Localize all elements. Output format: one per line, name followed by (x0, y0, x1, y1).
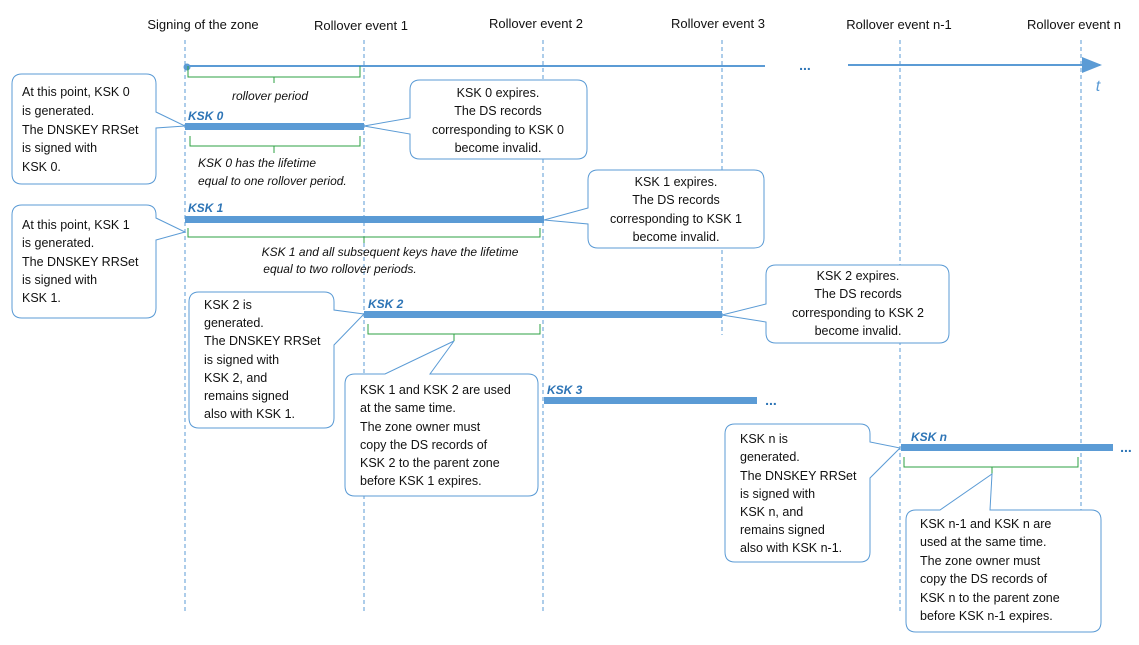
callout-ksk0-generated (11, 73, 187, 185)
callout-kskn-generated-line-4: is signed with (740, 487, 815, 501)
callout-ksk2-generated-line-3: The DNSKEY RRSet (204, 334, 321, 348)
ksk1-lifetime-note-2: equal to two rollover periods. (263, 262, 416, 276)
kskn-label: KSK n (911, 430, 947, 444)
ksk3-ellipsis: ... (765, 392, 777, 408)
callout-ksk2-expires-line-3: corresponding to KSK 2 (792, 306, 924, 320)
callout-kskn-generated-line-5: KSK n, and (740, 505, 803, 519)
ksk0-label: KSK 0 (188, 109, 224, 123)
callout-ksk1-generated-line-2: is generated. (22, 236, 94, 250)
ksk1-bar (185, 216, 544, 223)
callout-ksk1-generated-line-1: At this point, KSK 1 (22, 218, 130, 232)
callout-ksk1-generated (11, 204, 187, 319)
ksk0-lifetime-brace (189, 136, 361, 153)
callout-kskn-overlap-line-2: used at the same time. (920, 535, 1046, 549)
callout-ksk2-generated-line-6: remains signed (204, 389, 289, 403)
callout-ksk12-overlap-line-5: KSK 2 to the parent zone (360, 456, 500, 470)
ksk12-overlap-brace (367, 324, 541, 341)
callout-ksk2-expires (721, 264, 950, 344)
event-label-rollover-n-1: Rollover event n-1 (846, 17, 952, 32)
callout-ksk0-generated-line-1: At this point, KSK 0 (22, 85, 130, 99)
callout-ksk1-generated-line-5: KSK 1. (22, 291, 61, 305)
callout-ksk1-expires-line-4: become invalid. (633, 230, 720, 244)
callout-ksk12-overlap-line-1: KSK 1 and KSK 2 are used (360, 383, 511, 397)
callout-ksk12-overlap-line-3: The zone owner must (360, 420, 481, 434)
rollover-period-label: rollover period (232, 89, 308, 103)
callout-ksk0-expires-line-3: corresponding to KSK 0 (432, 123, 564, 137)
ksk0-lifetime-note-2: equal to one rollover period. (198, 174, 347, 188)
callout-kskn-overlap-line-6: before KSK n-1 expires. (920, 609, 1053, 623)
kskn-ellipsis: ... (1120, 439, 1132, 455)
callout-kskn-overlap-line-3: The zone owner must (920, 554, 1041, 568)
kskn-bar (901, 444, 1113, 451)
ksk0-lifetime-note-1: KSK 0 has the lifetime (198, 156, 316, 170)
callout-ksk2-generated-line-1: KSK 2 is (204, 298, 252, 312)
callout-kskn-overlap (905, 473, 1102, 633)
callout-ksk2-generated-line-2: generated. (204, 316, 264, 330)
callout-ksk12-overlap (344, 340, 539, 497)
callout-kskn-generated-line-7: also with KSK n-1. (740, 541, 842, 555)
callout-kskn-generated (724, 423, 902, 563)
callout-kskn-generated-line-1: KSK n is (740, 432, 788, 446)
ksk0-bar (185, 123, 364, 130)
callout-ksk1-expires-line-3: corresponding to KSK 1 (610, 212, 742, 226)
callout-ksk2-expires-line-2: The DS records (814, 287, 902, 301)
callout-ksk2-generated-line-7: also with KSK 1. (204, 407, 295, 421)
callout-ksk1-expires-line-1: KSK 1 expires. (635, 175, 718, 189)
callout-ksk0-generated-line-3: The DNSKEY RRSet (22, 123, 139, 137)
callout-ksk0-generated-line-2: is generated. (22, 104, 94, 118)
callout-kskn-overlap-line-4: copy the DS records of (920, 572, 1048, 586)
event-label-rollover-n: Rollover event n (1027, 17, 1121, 32)
event-label-rollover-3: Rollover event 3 (671, 16, 765, 31)
callout-ksk2-generated (188, 291, 366, 429)
callout-kskn-generated-line-3: The DNSKEY RRSet (740, 469, 857, 483)
callout-ksk12-overlap-line-2: at the same time. (360, 401, 456, 415)
event-label-rollover-1: Rollover event 1 (314, 18, 408, 33)
callout-ksk1-generated-line-3: The DNSKEY RRSet (22, 255, 139, 269)
event-label-rollover-2: Rollover event 2 (489, 16, 583, 31)
ksk1-label: KSK 1 (188, 201, 224, 215)
rollover-period-brace (187, 66, 361, 83)
kskn-overlap-brace (903, 457, 1079, 474)
callout-ksk2-generated-line-5: KSK 2, and (204, 371, 267, 385)
ksk1-lifetime-brace (187, 228, 541, 243)
callout-ksk1-expires (543, 169, 765, 249)
callout-ksk2-expires-line-4: become invalid. (815, 324, 902, 338)
callout-kskn-generated-line-6: remains signed (740, 523, 825, 537)
event-label-signing: Signing of the zone (147, 17, 258, 32)
callout-ksk0-expires-line-1: KSK 0 expires. (457, 86, 540, 100)
callout-ksk1-expires-line-2: The DS records (632, 193, 720, 207)
callout-ksk0-generated-line-5: KSK 0. (22, 160, 61, 174)
ksk3-label: KSK 3 (547, 383, 583, 397)
callout-ksk0-expires-line-2: The DS records (454, 104, 542, 118)
callout-kskn-overlap-line-5: KSK n to the parent zone (920, 591, 1060, 605)
callout-ksk0-generated-line-4: is signed with (22, 141, 97, 155)
callout-ksk0-expires (363, 79, 588, 160)
callout-ksk2-generated-line-4: is signed with (204, 353, 279, 367)
ksk1-lifetime-note-1: KSK 1 and all subsequent keys have the l… (262, 245, 519, 259)
callout-ksk2-expires-line-1: KSK 2 expires. (817, 269, 900, 283)
callout-ksk12-overlap-line-4: copy the DS records of (360, 438, 488, 452)
ksk2-label: KSK 2 (368, 297, 404, 311)
callout-ksk1-generated-line-4: is signed with (22, 273, 97, 287)
callout-ksk12-overlap-line-6: before KSK 1 expires. (360, 474, 482, 488)
callout-ksk0-expires-line-4: become invalid. (455, 141, 542, 155)
ksk3-bar (544, 397, 757, 404)
callout-kskn-overlap-line-1: KSK n-1 and KSK n are (920, 517, 1051, 531)
timeline-ellipsis: ... (799, 57, 811, 73)
callout-kskn-generated-line-2: generated. (740, 450, 800, 464)
ksk2-bar (364, 311, 722, 318)
time-axis-label: t (1096, 78, 1101, 95)
